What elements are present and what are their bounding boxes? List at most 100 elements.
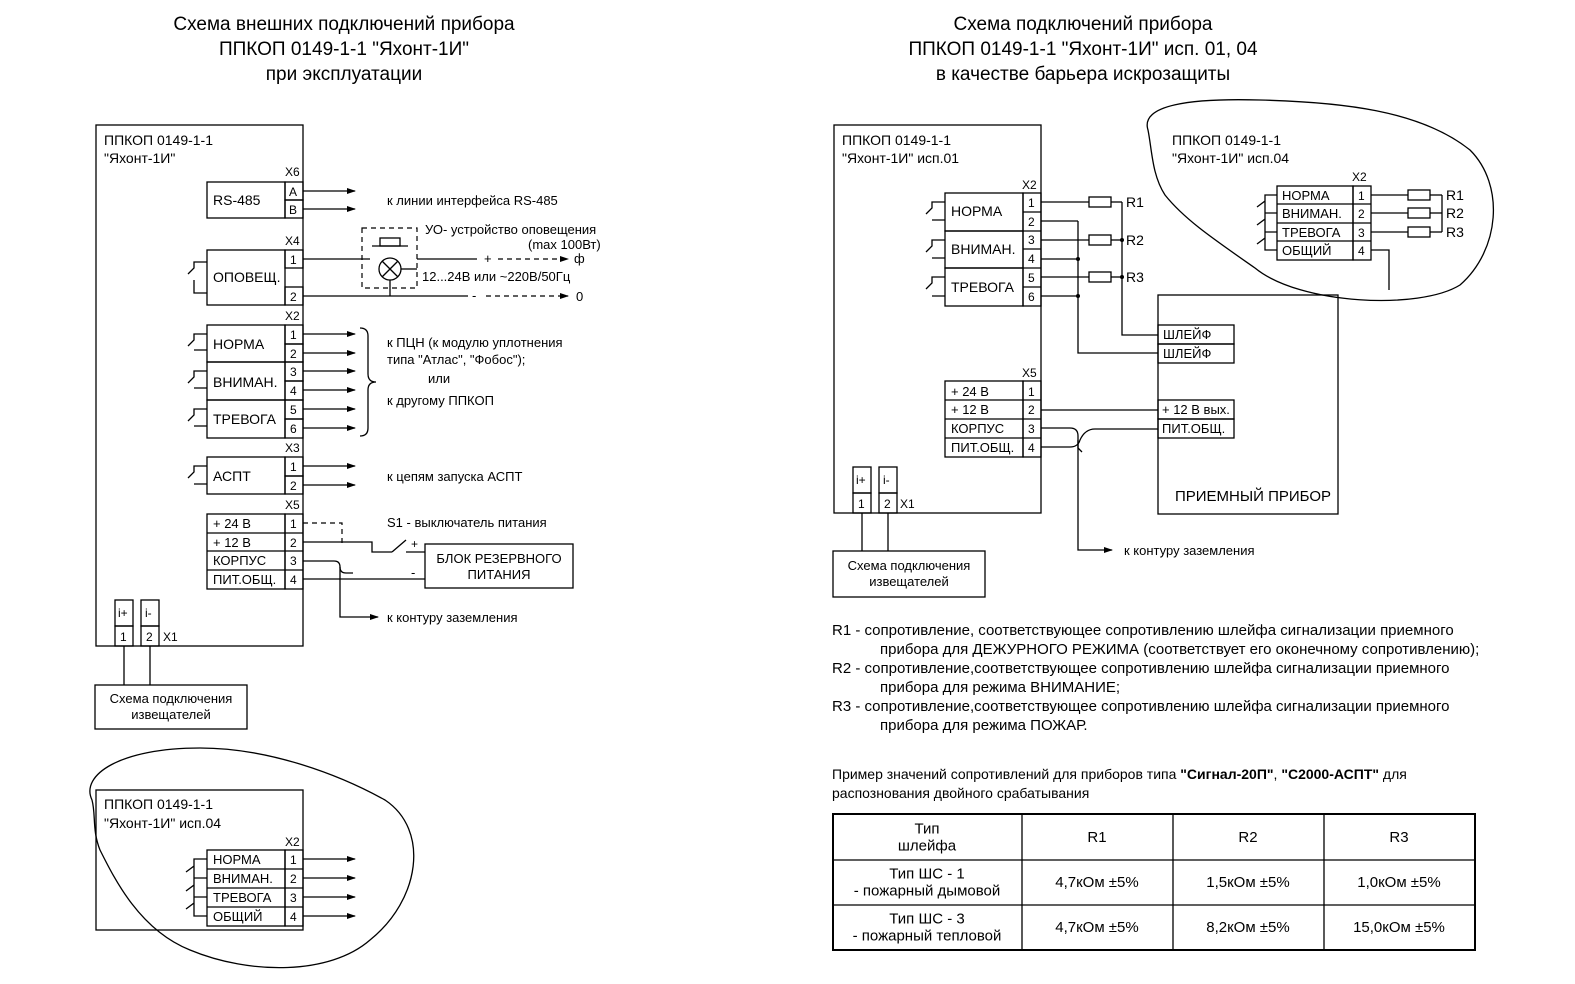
aspt-line-label: к цепям запуска АСПТ [387, 469, 522, 484]
right-01-vniman: ВНИМАН. [951, 241, 1016, 257]
receiver-label: ПРИЕМНЫЙ ПРИБОР [1175, 487, 1331, 505]
r04-pin-1: 1 [1358, 189, 1365, 203]
backup-label-1: БЛОК РЕЗЕРВНОГО [436, 551, 561, 566]
pin-x3-2: 2 [290, 479, 297, 493]
right-sensors-label-2: извещателей [869, 574, 949, 589]
left-04-pin-3: 3 [290, 891, 297, 905]
example-line-2: распознования двойного срабатывания [832, 785, 1089, 801]
table-cell: 15,0кОм ±5% [1353, 919, 1445, 936]
r01-pin-3: 3 [1028, 233, 1035, 247]
left-04-name: ППКОП 0149-1-1 [104, 796, 213, 812]
left-title-line-1: Схема внешних подключений прибора [173, 14, 515, 35]
right-title-line-1: Схема подключений прибора [954, 14, 1213, 35]
trevoga-label: ТРЕВОГА [213, 411, 277, 427]
left-main-device: ППКОП 0149-1-1 "Яхонт-1И" X6 RS-485 A B … [94, 124, 601, 730]
voltage-label: 12...24В или ~220В/50Гц [422, 269, 571, 284]
note-r1-line2: прибора для ДЕЖУРНОГО РЕЖИМА (соответств… [880, 641, 1479, 658]
r01-pitobsh: ПИТ.ОБЩ. [951, 440, 1014, 455]
r01x1-pin-1: 1 [858, 497, 865, 511]
table-cell: 4,7кОм ±5% [1055, 874, 1138, 891]
right-04-model: "Яхонт-1И" исп.04 [1172, 150, 1289, 166]
korpus-label: КОРПУС [213, 553, 266, 568]
backup-label-2: ПИТАНИЯ [468, 567, 531, 582]
right-04-trevoga: ТРЕВОГА [1282, 225, 1341, 240]
resistor-notes: R1 - сопротивление, соответствующее сопр… [832, 622, 1479, 734]
left-04-model: "Яхонт-1И" исп.04 [104, 815, 221, 831]
right-04-norma: НОРМА [1282, 188, 1330, 203]
left-title-line-3: при эксплуатации [266, 64, 422, 85]
connector-x6-label: X6 [285, 165, 300, 179]
table-cell: Тип ШС - 3- пожарный тепловой [853, 911, 1002, 945]
pin-x2-6: 6 [290, 422, 297, 436]
pcn-label-1: к ПЦН (к модулю уплотнения [387, 335, 563, 350]
right-ground-label: к контуру заземления [1124, 543, 1255, 558]
pin-x5-2: 2 [290, 536, 297, 550]
right-01-name: ППКОП 0149-1-1 [842, 132, 951, 148]
pitobsh-label: ПИТ.ОБЩ. [213, 572, 276, 587]
pin-i-plus: i+ [118, 606, 128, 620]
r04-r2-label: R2 [1446, 205, 1464, 221]
r04-pin-2: 2 [1358, 207, 1365, 221]
sensors-label-2: извещателей [131, 707, 211, 722]
right-device-04: ППКОП 0149-1-1 "Яхонт-1И" исп.04 X2 НОРМ… [1146, 99, 1495, 302]
sensors-label-1: Схема подключения [110, 691, 233, 706]
pcn-label-3: или [428, 371, 450, 386]
right-title-line-3: в качестве барьера искрозащиты [936, 64, 1230, 85]
left-title-line-2: ППКОП 0149-1-1 "Яхонт-1И" [219, 39, 469, 60]
right-01-model: "Яхонт-1И" исп.01 [842, 150, 959, 166]
vniman-label: ВНИМАН. [213, 374, 278, 390]
r01-korpus: КОРПУС [951, 421, 1004, 436]
right-01-trevoga: ТРЕВОГА [951, 279, 1015, 295]
note-r3-line1: R3 - сопротивление,соответствующее сопро… [832, 698, 1450, 715]
left-title: Схема внешних подключений прибора ППКОП … [173, 14, 515, 85]
pin-x2-5: 5 [290, 403, 297, 417]
pin-a: A [289, 185, 297, 199]
pin-x5-3: 3 [290, 554, 297, 568]
r01-pin-2: 2 [1028, 215, 1035, 229]
left-04-pin-1: 1 [290, 853, 297, 867]
connector-x3-label: X3 [285, 441, 300, 455]
example-caption: Пример значений сопротивлений для прибор… [832, 766, 1407, 801]
right-01-x2-label: X2 [1022, 178, 1037, 192]
left-04-x2-label: X2 [285, 835, 300, 849]
right-title-line-2: ППКОП 0149-1-1 "Яхонт-1И" исп. 01, 04 [908, 39, 1258, 60]
rs485-label: RS-485 [213, 192, 261, 208]
left-04-obshiy: ОБЩИЙ [213, 909, 263, 924]
minus-label: - [472, 288, 476, 303]
receiver-device: ШЛЕЙФ ШЛЕЙФ + 12 В вых. ПИТ.ОБЩ. ПРИЕМНЫ… [1157, 294, 1339, 515]
resistor-r1 [1088, 196, 1112, 208]
pin-x4-2: 2 [290, 290, 297, 304]
r1-label: R1 [1126, 194, 1144, 210]
pin-x1-2: 2 [146, 630, 153, 644]
relay-contact-opov [187, 261, 207, 294]
table-header-cell: R1 [1087, 829, 1106, 846]
left-device-name: ППКОП 0149-1-1 [104, 132, 213, 148]
x2-arrows [303, 331, 356, 431]
r04-r3-label: R3 [1446, 224, 1464, 240]
pin-x2-1: 1 [290, 328, 297, 342]
pin-x5-1: 1 [290, 517, 297, 531]
example-line-1: Пример значений сопротивлений для прибор… [832, 766, 1407, 782]
resistor-r3 [1088, 271, 1112, 283]
right-04-x2-label: X2 [1352, 170, 1367, 184]
p12out-label: + 12 В вых. [1162, 402, 1230, 417]
table-cell: Тип ШС - 1- пожарный дымовой [854, 866, 1001, 900]
shleif-label-2: ШЛЕЙФ [1163, 346, 1211, 361]
p24-label: + 24 В [213, 516, 251, 531]
connector-x5-label: X5 [285, 498, 300, 512]
aspt-label: АСПТ [213, 468, 251, 484]
pin-x4-1: 1 [290, 253, 297, 267]
right-01-norma: НОРМА [951, 203, 1003, 219]
r04-pin-4: 4 [1358, 244, 1365, 258]
pin-x2-4: 4 [290, 384, 297, 398]
table-header-cell: R2 [1238, 829, 1257, 846]
r01-pin-6: 6 [1028, 290, 1035, 304]
left-04-norma: НОРМА [213, 852, 261, 867]
pcn-label-2: типа "Атлас", "Фобос"); [387, 352, 525, 367]
r01-p12: + 12 В [951, 402, 989, 417]
table-cell: 4,7кОм ±5% [1055, 919, 1138, 936]
connector-x1-label: X1 [163, 630, 178, 644]
plus-label-2: + [411, 537, 418, 551]
